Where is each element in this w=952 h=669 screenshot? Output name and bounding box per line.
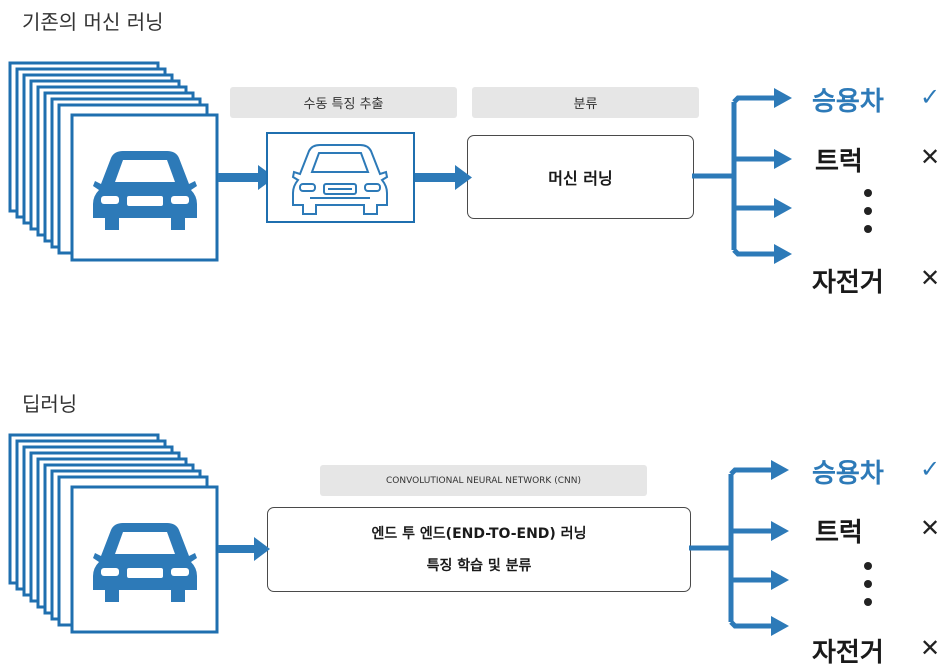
ellipsis-traditional (864, 189, 872, 233)
arrow-right-icon (415, 165, 472, 190)
output-label-truck: 트럭 (815, 147, 863, 177)
output-tree-deep (689, 460, 789, 636)
output-label-truck: 트럭 (815, 518, 863, 548)
output-label-car: 승용차 (812, 459, 884, 489)
feature-extraction-box (266, 132, 415, 223)
cross-icon: ✕ (920, 634, 941, 662)
cross-icon: ✕ (920, 143, 941, 171)
check-icon: ✓ (920, 83, 941, 111)
arrow-right-icon (218, 537, 270, 561)
manual-feature-extraction-pill: 수동 특징 추출 (230, 87, 457, 118)
output-label-car: 승용차 (812, 87, 884, 117)
machine-learning-label: 머신 러닝 (548, 169, 613, 188)
cross-icon: ✕ (920, 264, 941, 292)
machine-learning-box: 머신 러닝 (467, 135, 694, 219)
image-stack-deep (10, 435, 217, 632)
image-stack-traditional (10, 63, 217, 260)
feature-learning-classification-label: 특징 학습 및 분류 (426, 557, 532, 574)
output-tree-traditional (692, 88, 792, 264)
classification-pill: 분류 (472, 87, 699, 118)
end-to-end-label: 엔드 투 엔드(END-TO-END) 러닝 (371, 525, 587, 542)
deep-learning-section-title: 딥러닝 (22, 392, 78, 416)
end-to-end-learning-box: 엔드 투 엔드(END-TO-END) 러닝 특징 학습 및 분류 (267, 507, 691, 592)
traditional-section-title: 기존의 머신 러닝 (22, 10, 164, 34)
cross-icon: ✕ (920, 514, 941, 542)
output-label-bicycle: 자전거 (812, 268, 884, 298)
check-icon: ✓ (920, 455, 941, 483)
ellipsis-deep (864, 562, 872, 606)
cnn-pill: CONVOLUTIONAL NEURAL NETWORK (CNN) (320, 465, 647, 496)
output-label-bicycle: 자전거 (812, 638, 884, 668)
